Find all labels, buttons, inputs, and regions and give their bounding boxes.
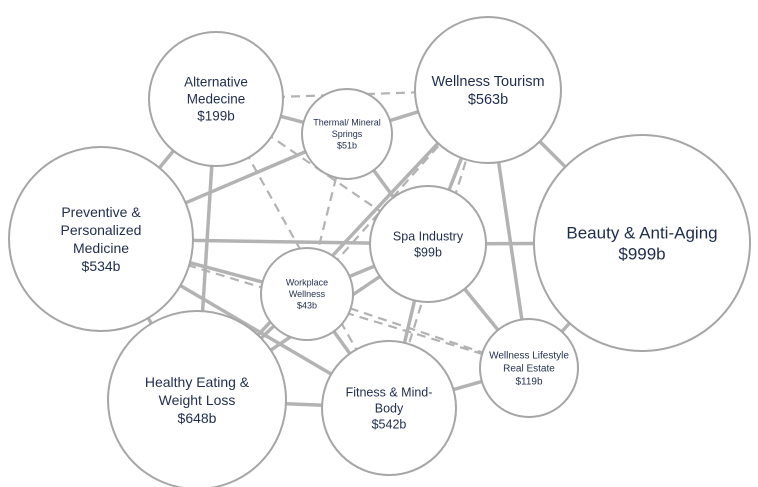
- node-label-spa-line-1: $99b: [414, 245, 442, 259]
- node-label-workplace-line-2: $43b: [297, 301, 317, 311]
- node-label-realestate-line-1: Real Estate: [503, 364, 555, 375]
- node-label-eating-line-1: Weight Loss: [159, 392, 236, 408]
- node-label-thermal-line-2: $51b: [337, 141, 357, 151]
- node-circle-workplace: [260, 247, 354, 341]
- node-circle-beauty: [533, 134, 751, 352]
- node-label-thermal-line-1: Springs: [332, 129, 363, 139]
- node-label-eating-line-0: Healthy Eating &: [145, 374, 250, 390]
- node-circle-spa: [369, 185, 487, 303]
- node-label-fitness-line-1: Body: [375, 401, 404, 415]
- node-label-realestate-line-2: $119b: [515, 377, 543, 388]
- node-circle-realestate: [479, 318, 579, 418]
- node-fitness: Fitness & Mind- Body $542b: [321, 340, 457, 476]
- node-label-tourism-line-0: Wellness Tourism: [431, 74, 544, 90]
- node-label-preventive-line-3: $534b: [82, 258, 121, 274]
- node-circle-preventive: [8, 146, 194, 332]
- node-label-workplace-line-0: Workplace: [286, 278, 328, 288]
- node-tourism: Wellness Tourism $563b: [414, 16, 562, 164]
- node-label-realestate-line-0: Wellness Lifestyle: [489, 351, 569, 362]
- node-circle-eating: [107, 310, 287, 487]
- node-label-preventive-line-0: Preventive &: [61, 204, 141, 220]
- node-label-eating-line-2: $648b: [178, 410, 217, 426]
- node-label-workplace-line-1: Wellness: [289, 289, 326, 299]
- node-label-tourism-line-1: $563b: [468, 92, 508, 108]
- node-circle-tourism: [414, 16, 562, 164]
- node-label-fitness-line-2: $542b: [372, 417, 407, 431]
- node-label-beauty-line-0: Beauty & Anti-Aging: [566, 223, 717, 242]
- node-label-alt-line-2: $199b: [197, 109, 235, 124]
- node-label-alt-line-0: Alternative: [184, 75, 248, 90]
- node-label-preventive-line-2: Medicine: [73, 240, 129, 256]
- node-label-preventive-line-1: Personalized: [61, 222, 142, 238]
- node-label-spa-line-0: Spa Industry: [393, 229, 464, 243]
- node-label-thermal-line-0: Thermal/ Mineral: [313, 118, 381, 128]
- node-circle-thermal: [301, 88, 393, 180]
- node-circle-fitness: [321, 340, 457, 476]
- node-label-alt-line-1: Medecine: [187, 92, 246, 107]
- node-label-fitness-line-0: Fitness & Mind-: [346, 385, 433, 399]
- node-circle-alt: [148, 31, 284, 167]
- node-spa: Spa Industry $99b: [369, 185, 487, 303]
- node-beauty: Beauty & Anti-Aging $999b: [533, 134, 751, 352]
- node-eating: Healthy Eating & Weight Loss $648b: [107, 310, 287, 487]
- node-label-beauty-line-1: $999b: [618, 244, 665, 263]
